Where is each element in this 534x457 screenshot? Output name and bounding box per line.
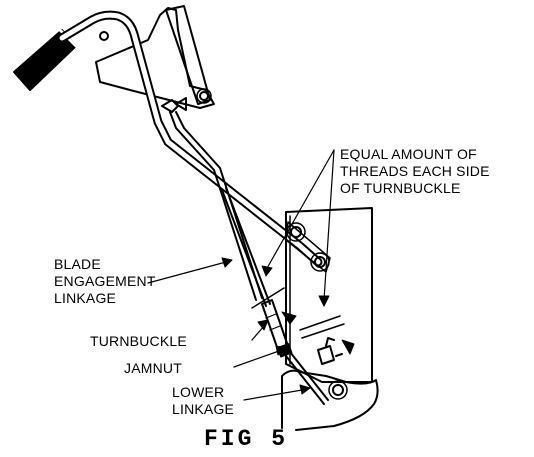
lower-pivot-bolt: [332, 384, 344, 396]
callout-equal-threads-line1: EQUAL AMOUNT OF: [340, 146, 477, 162]
lever-pivot-bolt: [199, 91, 209, 101]
callout-blade-linkage-line3: LINKAGE: [54, 290, 117, 306]
callout-lower-linkage-line1: LOWER: [172, 384, 225, 400]
thread-mark-lower: [299, 315, 341, 331]
blade-engagement-rod: [221, 189, 267, 307]
leader-lines: [147, 149, 335, 401]
upper-linkage-rod: [169, 111, 263, 301]
lever-plate: [95, 7, 215, 109]
callout-lower-linkage-line2: LINKAGE: [172, 401, 235, 417]
arrowheads: [221, 257, 355, 395]
figure-caption: FIG 5: [204, 426, 289, 452]
lower-linkage-rod: [285, 351, 329, 405]
callout-blade-linkage-line1: BLADE: [54, 256, 101, 272]
spring-clip: [317, 337, 343, 365]
handle-bolt: [99, 31, 109, 41]
callout-jamnut: JAMNUT: [124, 360, 182, 376]
wing-nut: [161, 97, 187, 113]
lower-bracket: [281, 369, 379, 431]
housing-box: [285, 207, 373, 383]
handlebar: [57, 10, 323, 267]
callout-turnbuckle: TURNBUCKLE: [90, 333, 187, 349]
callout-equal-threads-line2: THREADS EACH SIDE: [340, 163, 490, 179]
thread-mark-upper: [251, 287, 285, 309]
callout-blade-linkage-line2: ENGAGEMENT: [54, 273, 156, 289]
callout-equal-threads-line3: OF TURNBUCKLE: [340, 180, 461, 196]
bracket-bolt-upper: [290, 226, 302, 238]
